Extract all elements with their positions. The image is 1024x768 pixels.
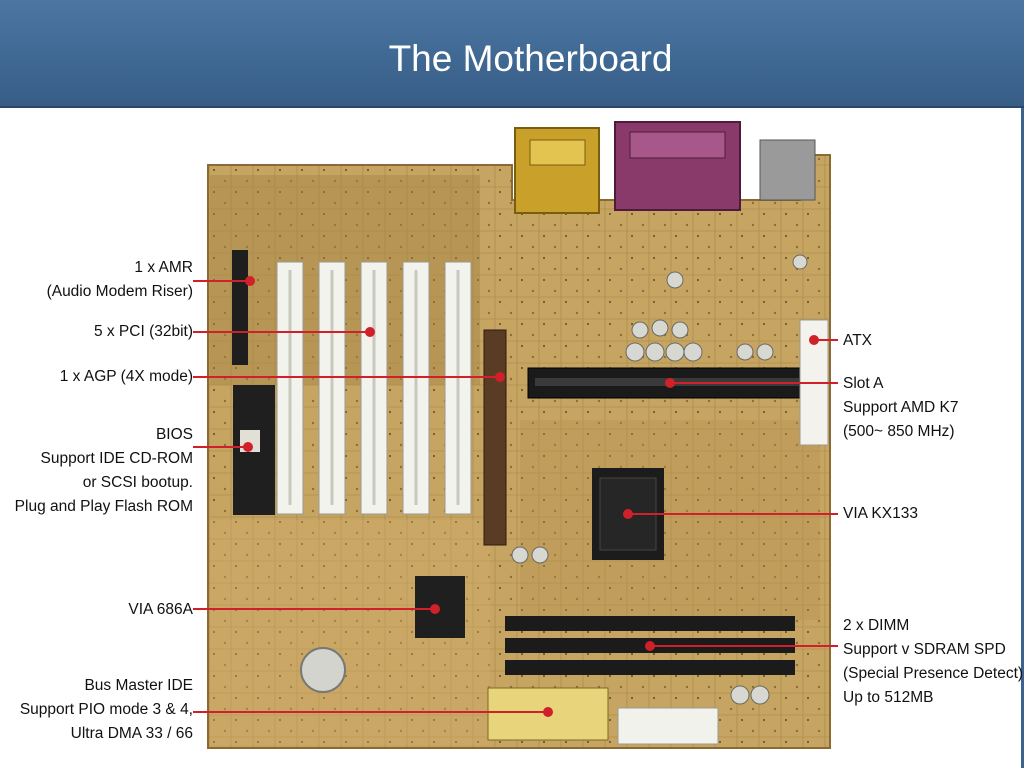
label-bios-line: Plug and Play Flash ROM xyxy=(14,498,193,515)
label-amr-line: 1 x AMR xyxy=(134,259,193,276)
label-via-686a-line: VIA 686A xyxy=(128,601,193,618)
pcb-chipset-area xyxy=(520,420,820,620)
label-bios-line: BIOS xyxy=(155,426,193,443)
amr-slot xyxy=(232,250,248,365)
dimm-slots xyxy=(505,616,795,675)
slide-header: The Motherboard xyxy=(0,0,1024,108)
label-ide-line: Support PIO mode 3 & 4, xyxy=(19,701,193,718)
motherboard-photo xyxy=(193,121,838,749)
label-atx: ATX xyxy=(843,329,872,353)
label-pci-line: 5 x PCI (32bit) xyxy=(93,323,193,340)
agp-slot xyxy=(483,329,507,546)
label-via-kx133-line: VIA KX133 xyxy=(843,505,918,522)
label-lines xyxy=(193,276,838,717)
ide-connector-secondary xyxy=(617,707,719,745)
label-via-686a: VIA 686A xyxy=(128,598,193,622)
label-ide-line: Ultra DMA 33 / 66 xyxy=(70,725,193,742)
label-bios-line: or SCSI bootup. xyxy=(82,474,193,491)
label-dimm-line: (Special Presence Detect) xyxy=(843,665,1024,682)
cmos-battery xyxy=(300,647,346,693)
label-slot-a-line: (500~ 850 MHz) xyxy=(843,423,955,440)
capacitors xyxy=(511,254,808,705)
usb-connector xyxy=(759,139,816,201)
label-ide-line: Bus Master IDE xyxy=(84,677,193,694)
label-dimm: 2 x DIMM Support v SDRAM SPD (Special Pr… xyxy=(843,614,1023,710)
label-bios: BIOS Support IDE CD-ROM or SCSI bootup. … xyxy=(15,423,193,519)
label-pci: 5 x PCI (32bit) xyxy=(94,320,193,344)
label-via-kx133: VIA KX133 xyxy=(843,502,918,526)
label-slot-a: Slot A Support AMD K7 (500~ 850 MHz) xyxy=(843,372,958,444)
label-bios-line: Support IDE CD-ROM xyxy=(40,450,193,467)
label-amr: 1 x AMR (Audio Modem Riser) xyxy=(47,256,193,304)
slide-edge-bar xyxy=(1021,108,1024,768)
label-slot-a-line: Support AMD K7 xyxy=(843,399,959,416)
label-slot-a-line: Slot A xyxy=(843,375,884,392)
label-agp-line: 1 x AGP (4X mode) xyxy=(59,368,193,385)
label-dimm-line: Support v SDRAM SPD xyxy=(843,641,1006,658)
label-atx-line: ATX xyxy=(843,332,872,349)
pci-slots xyxy=(276,261,472,515)
label-agp: 1 x AGP (4X mode) xyxy=(60,365,193,389)
header-divider xyxy=(0,106,1024,108)
label-amr-line: (Audio Modem Riser) xyxy=(46,283,193,300)
slide-title: The Motherboard xyxy=(388,38,673,79)
label-dimm-line: Up to 512MB xyxy=(843,689,934,706)
label-bus-master-ide: Bus Master IDE Support PIO mode 3 & 4, U… xyxy=(20,674,193,746)
label-dimm-line: 2 x DIMM xyxy=(843,617,910,634)
via-686a-chip xyxy=(415,576,465,638)
